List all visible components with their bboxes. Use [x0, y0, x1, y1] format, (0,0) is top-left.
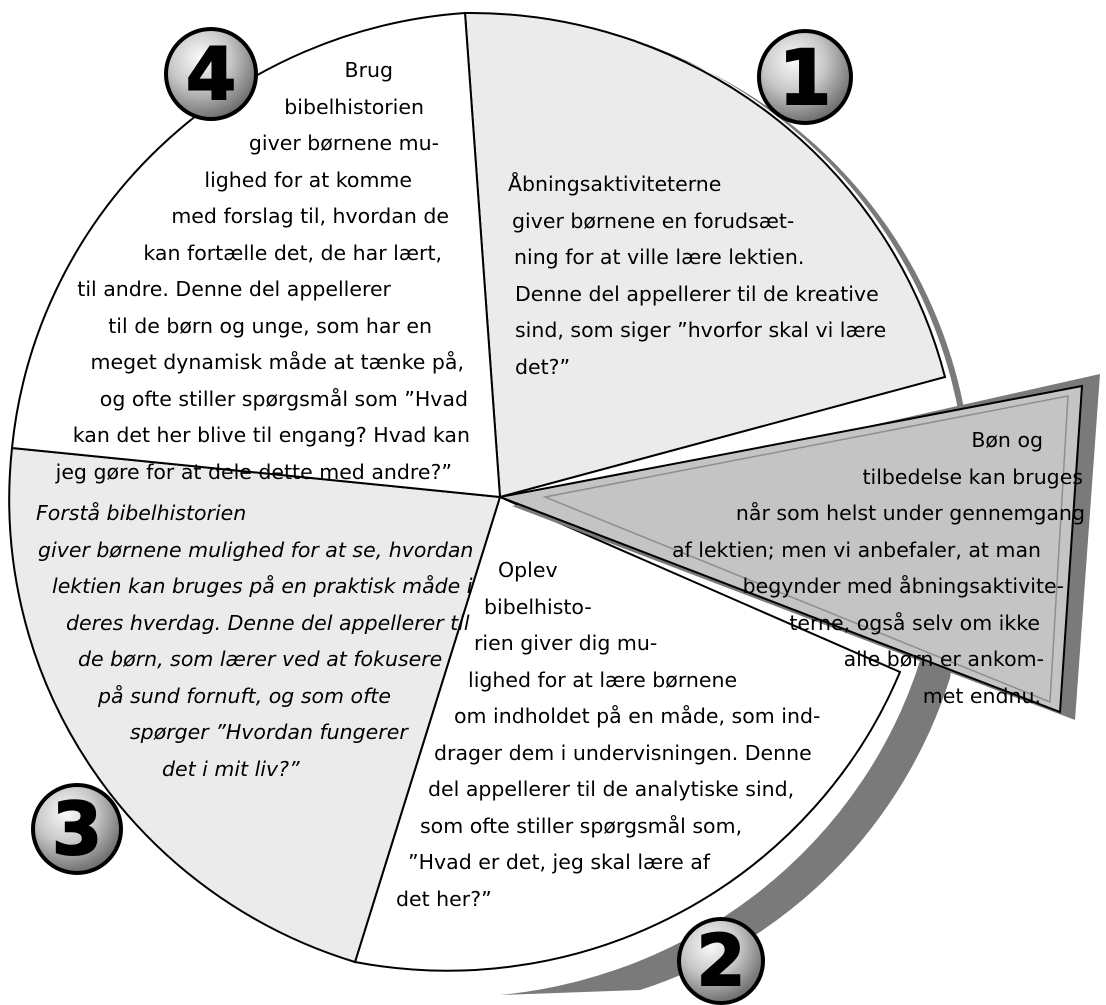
segment-3 [8, 446, 502, 964]
segment-4-line: kan fortælle det, de har lært, [143, 240, 442, 265]
badge-2-number: 2 [697, 920, 746, 1002]
segment-2-line: som ofte stiller spørgsmål som, [420, 813, 743, 838]
badge-1-number: 1 [779, 33, 832, 122]
badge-2: 2 [677, 917, 765, 1005]
prayer-line: alle børn er ankom- [843, 647, 1044, 671]
segment-1-line: giver børnene en forudsæt- [512, 208, 795, 233]
segment-2-line: del appellerer til de analytiske sind, [428, 777, 795, 801]
segment-4-line: Brug [344, 58, 394, 82]
segment-3-line: på sund fornuft, og som ofte [98, 683, 391, 708]
segment-4-text: Brug bibelhistorien giver børnene mu- li… [56, 52, 470, 490]
prayer-line: når som helst under gennemgang [735, 501, 1085, 525]
segment-2-line: det her?” [396, 886, 492, 911]
segment-2-text: Oplev bibelhisto- rien giver dig mu- lig… [390, 552, 820, 917]
prayer-line: terne, også selv om ikke [789, 610, 1040, 635]
prayer-line: tilbedelse kan bruges [862, 464, 1083, 489]
prayer-line: Bøn og [971, 428, 1043, 452]
segment-2-line: om indholdet på en måde, som ind- [454, 704, 821, 728]
segment-2-line: rien giver dig mu- [474, 631, 658, 655]
segment-3-line: lektien kan bruges på en praktisk måde i [52, 574, 473, 598]
segment-3-text: Forstå bibelhistorien giver børnene muli… [36, 495, 473, 787]
prayer-wedge-inner [542, 395, 1069, 704]
segment-3-line: spørger ”Hvordan fungerer [130, 720, 408, 744]
segment-4-line: jeg gøre for at dele dette med andre?” [55, 459, 452, 484]
segment-1-text: Åbningsaktiviteterne giver børnene en fo… [508, 166, 886, 385]
segment-1-line: ning for at ville lære lektien. [514, 245, 805, 269]
segment-1-line: sind, som siger ”hvorfor skal vi lære [515, 318, 887, 342]
badge-4-number: 4 [186, 32, 236, 116]
segment-4-line: og ofte stiller spørgsmål som ”Hvad [99, 386, 468, 411]
prayer-line: met endnu. [922, 683, 1041, 708]
segment-1 [463, 11, 947, 499]
segment-3-line: Forstå bibelhistorien [36, 501, 247, 525]
badge-3: 3 [31, 783, 123, 875]
segment-4-line: meget dynamisk måde at tænke på, [90, 350, 464, 374]
segment-4-line: til andre. Denne del appellerer [77, 277, 391, 301]
segment-4-line: til de børn og unge, som har en [108, 313, 432, 338]
badge-3-number: 3 [52, 787, 102, 871]
badge-4: 4 [164, 27, 258, 121]
segment-4-line: giver børnene mu- [248, 131, 439, 155]
segment-4-line: bibelhistorien [284, 94, 424, 119]
prayer-line: begynder med åbningsaktivite- [742, 574, 1064, 598]
segment-1-line: Denne del appellerer til de kreative [515, 281, 879, 306]
segment-3-line: det i mit liv?” [162, 756, 300, 781]
segment-2 [353, 495, 902, 972]
segment-4-line: lighed for at komme [204, 167, 412, 192]
segment-4-line: med forslag til, hvordan de [171, 204, 449, 228]
segment-4-line: kan det her blive til engang? Hvad kan [72, 423, 470, 447]
segment-2-line: Oplev [498, 558, 558, 582]
segment-2-line: bibelhisto- [484, 594, 592, 619]
prayer-wedge [496, 384, 1084, 714]
segment-2-line: drager dem i undervisningen. Denne [434, 740, 812, 765]
prayer-text: Bøn og tilbedelse kan bruges når som hel… [672, 422, 1085, 714]
segment-3-line: de børn, som lærer ved at fokusere [78, 647, 443, 671]
segment-2-line: lighed for at lære børnene [468, 667, 738, 692]
segment-3-line: giver børnene mulighed for at se, hvorda… [38, 537, 474, 562]
segment-3-line: deres hverdag. Denne del appellerer til [66, 610, 470, 635]
segment-2-line: ”Hvad er det, jeg skal lære af [408, 850, 711, 874]
segment-1-line: det?” [515, 354, 571, 379]
segment-1-line: Åbningsaktiviteterne [508, 172, 722, 196]
segment-4 [10, 11, 502, 499]
prayer-line: af lektien; men vi anbefaler, at man [671, 537, 1041, 562]
badge-1: 1 [757, 29, 853, 125]
